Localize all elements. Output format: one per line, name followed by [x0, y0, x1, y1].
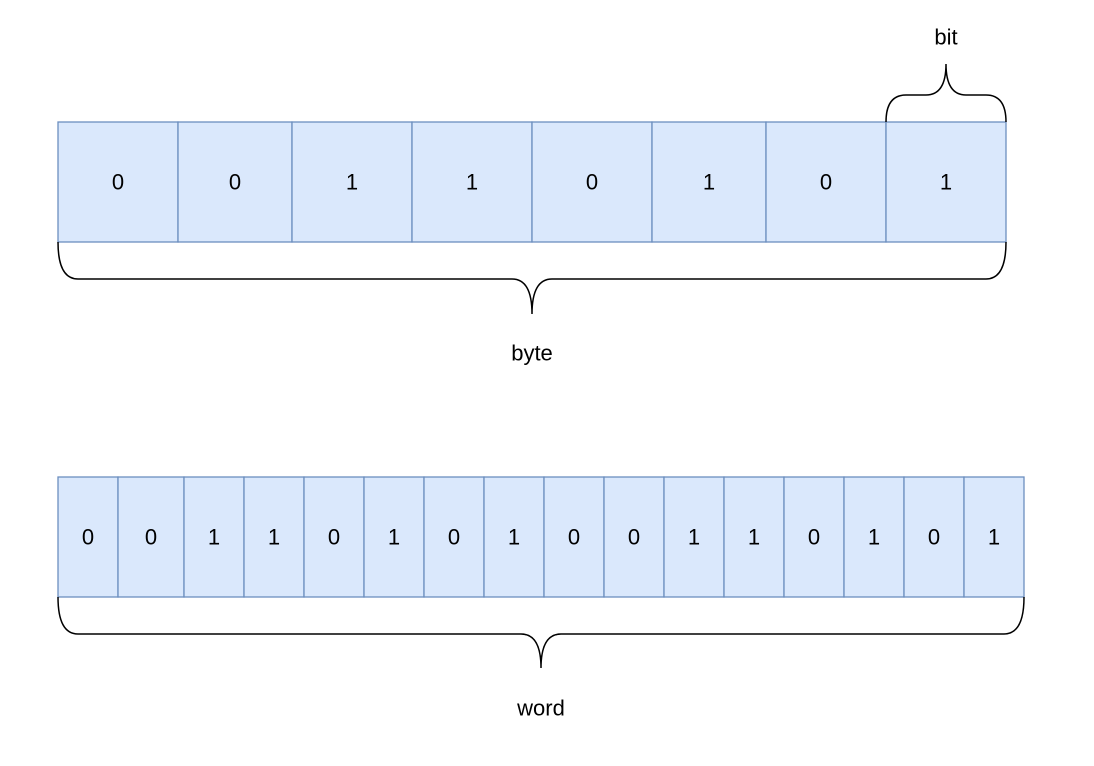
byte-brace — [57, 241, 1007, 315]
word-label: word — [516, 696, 565, 721]
word-cell — [603, 476, 665, 598]
word-bit-value: 0 — [628, 525, 640, 550]
byte-cell — [531, 121, 653, 243]
word-cell — [543, 476, 605, 598]
word-cell — [303, 476, 365, 598]
word-bit-value: 0 — [568, 525, 580, 550]
byte-bit-value: 0 — [112, 170, 124, 195]
word-bit-value: 0 — [328, 525, 340, 550]
word-bit-value: 0 — [82, 525, 94, 550]
word-brace — [57, 596, 1025, 669]
byte-bit-value: 0 — [229, 170, 241, 195]
word-cell — [117, 476, 185, 598]
word-bit-value: 1 — [268, 525, 280, 550]
word-bit-value: 1 — [988, 525, 1000, 550]
word-bit-value: 0 — [448, 525, 460, 550]
word-bit-value: 1 — [868, 525, 880, 550]
word-cell — [483, 476, 545, 598]
byte-label: byte — [511, 341, 553, 366]
byte-bit-value: 0 — [586, 170, 598, 195]
word-cell — [843, 476, 905, 598]
byte-bit-value: 1 — [940, 170, 952, 195]
byte-bit-value: 1 — [346, 170, 358, 195]
byte-cell — [57, 121, 179, 243]
word-bit-value: 0 — [928, 525, 940, 550]
byte-cells: 0 0 1 1 0 1 0 1 — [57, 121, 1007, 243]
bit-callout: bit — [885, 25, 1007, 123]
word-cell — [723, 476, 785, 598]
word-cells: 0 0 1 1 0 1 0 1 0 0 1 1 0 1 0 1 — [57, 476, 1025, 598]
bit-brace — [885, 63, 1007, 123]
word-cell — [363, 476, 425, 598]
byte-bit-value: 1 — [703, 170, 715, 195]
word-cell — [963, 476, 1025, 598]
word-cell — [243, 476, 305, 598]
word-bit-value: 1 — [388, 525, 400, 550]
word-bit-value: 1 — [748, 525, 760, 550]
word-bit-value: 1 — [508, 525, 520, 550]
word-bit-value: 1 — [208, 525, 220, 550]
byte-cell — [411, 121, 533, 243]
byte-cell — [177, 121, 293, 243]
bit-label: bit — [934, 25, 957, 50]
word-bit-value: 0 — [808, 525, 820, 550]
byte-cell — [651, 121, 767, 243]
byte-row: 0 0 1 1 0 1 0 1 byte — [57, 121, 1007, 366]
word-cell — [663, 476, 725, 598]
word-cell — [903, 476, 965, 598]
byte-cell — [765, 121, 887, 243]
byte-bit-value: 1 — [466, 170, 478, 195]
word-cell — [783, 476, 845, 598]
word-cell — [57, 476, 119, 598]
word-row: 0 0 1 1 0 1 0 1 0 0 1 1 0 1 0 1 word — [57, 476, 1025, 721]
byte-bit-value: 0 — [820, 170, 832, 195]
word-bit-value: 1 — [688, 525, 700, 550]
byte-cell — [885, 121, 1007, 243]
word-bit-value: 0 — [145, 525, 157, 550]
byte-cell — [291, 121, 413, 243]
